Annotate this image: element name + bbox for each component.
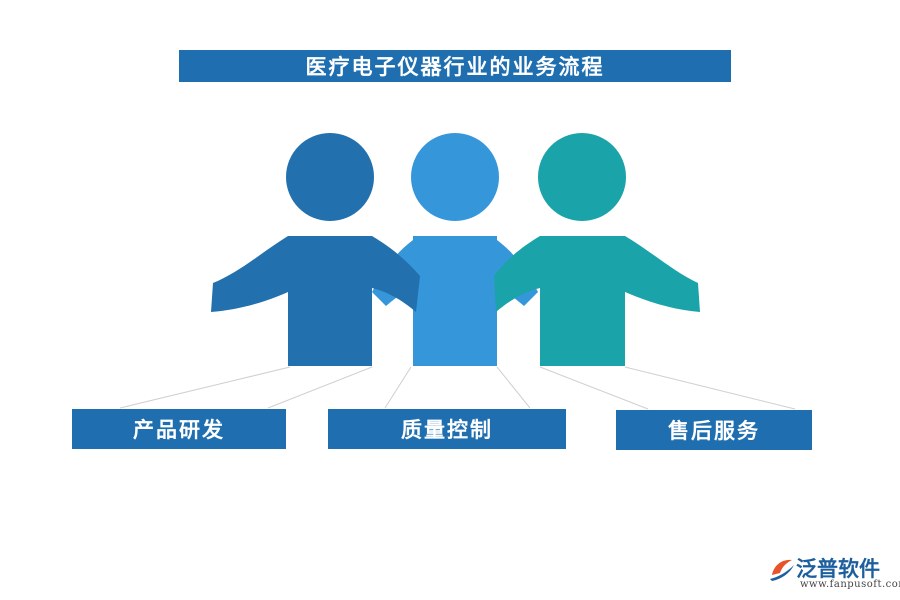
connector-line [267,366,373,409]
step-label-rnd: 产品研发 [72,409,286,449]
person-head [411,133,499,221]
step-label-service: 售后服务 [616,410,812,450]
person-body [288,236,372,366]
step-label-quality: 质量控制 [328,409,566,449]
person-right-arm [372,236,420,312]
logo-url: www.fanpusoft.com [800,579,900,590]
person-body [540,236,625,366]
person-left-arm [211,236,288,312]
person-figure-rnd [211,133,420,366]
person-left-arm [494,236,540,312]
person-right-arm [625,236,700,312]
person-figure-quality [372,133,538,366]
connector-line [384,366,412,409]
connector-line [539,366,649,410]
company-logo: 泛普软件 www.fanpusoft.com [768,553,900,593]
person-head [286,133,374,221]
connector-lines [119,366,796,410]
diagram-title: 医疗电子仪器行业的业务流程 [179,50,731,82]
connector-line [496,366,531,409]
connector-line [624,366,796,410]
person-body [413,236,497,366]
connector-line [119,366,291,409]
person-figure-service [494,133,700,366]
fanpu-logo-icon [770,559,794,581]
logo-name: 泛普软件 [796,557,880,581]
person-head [538,133,626,221]
